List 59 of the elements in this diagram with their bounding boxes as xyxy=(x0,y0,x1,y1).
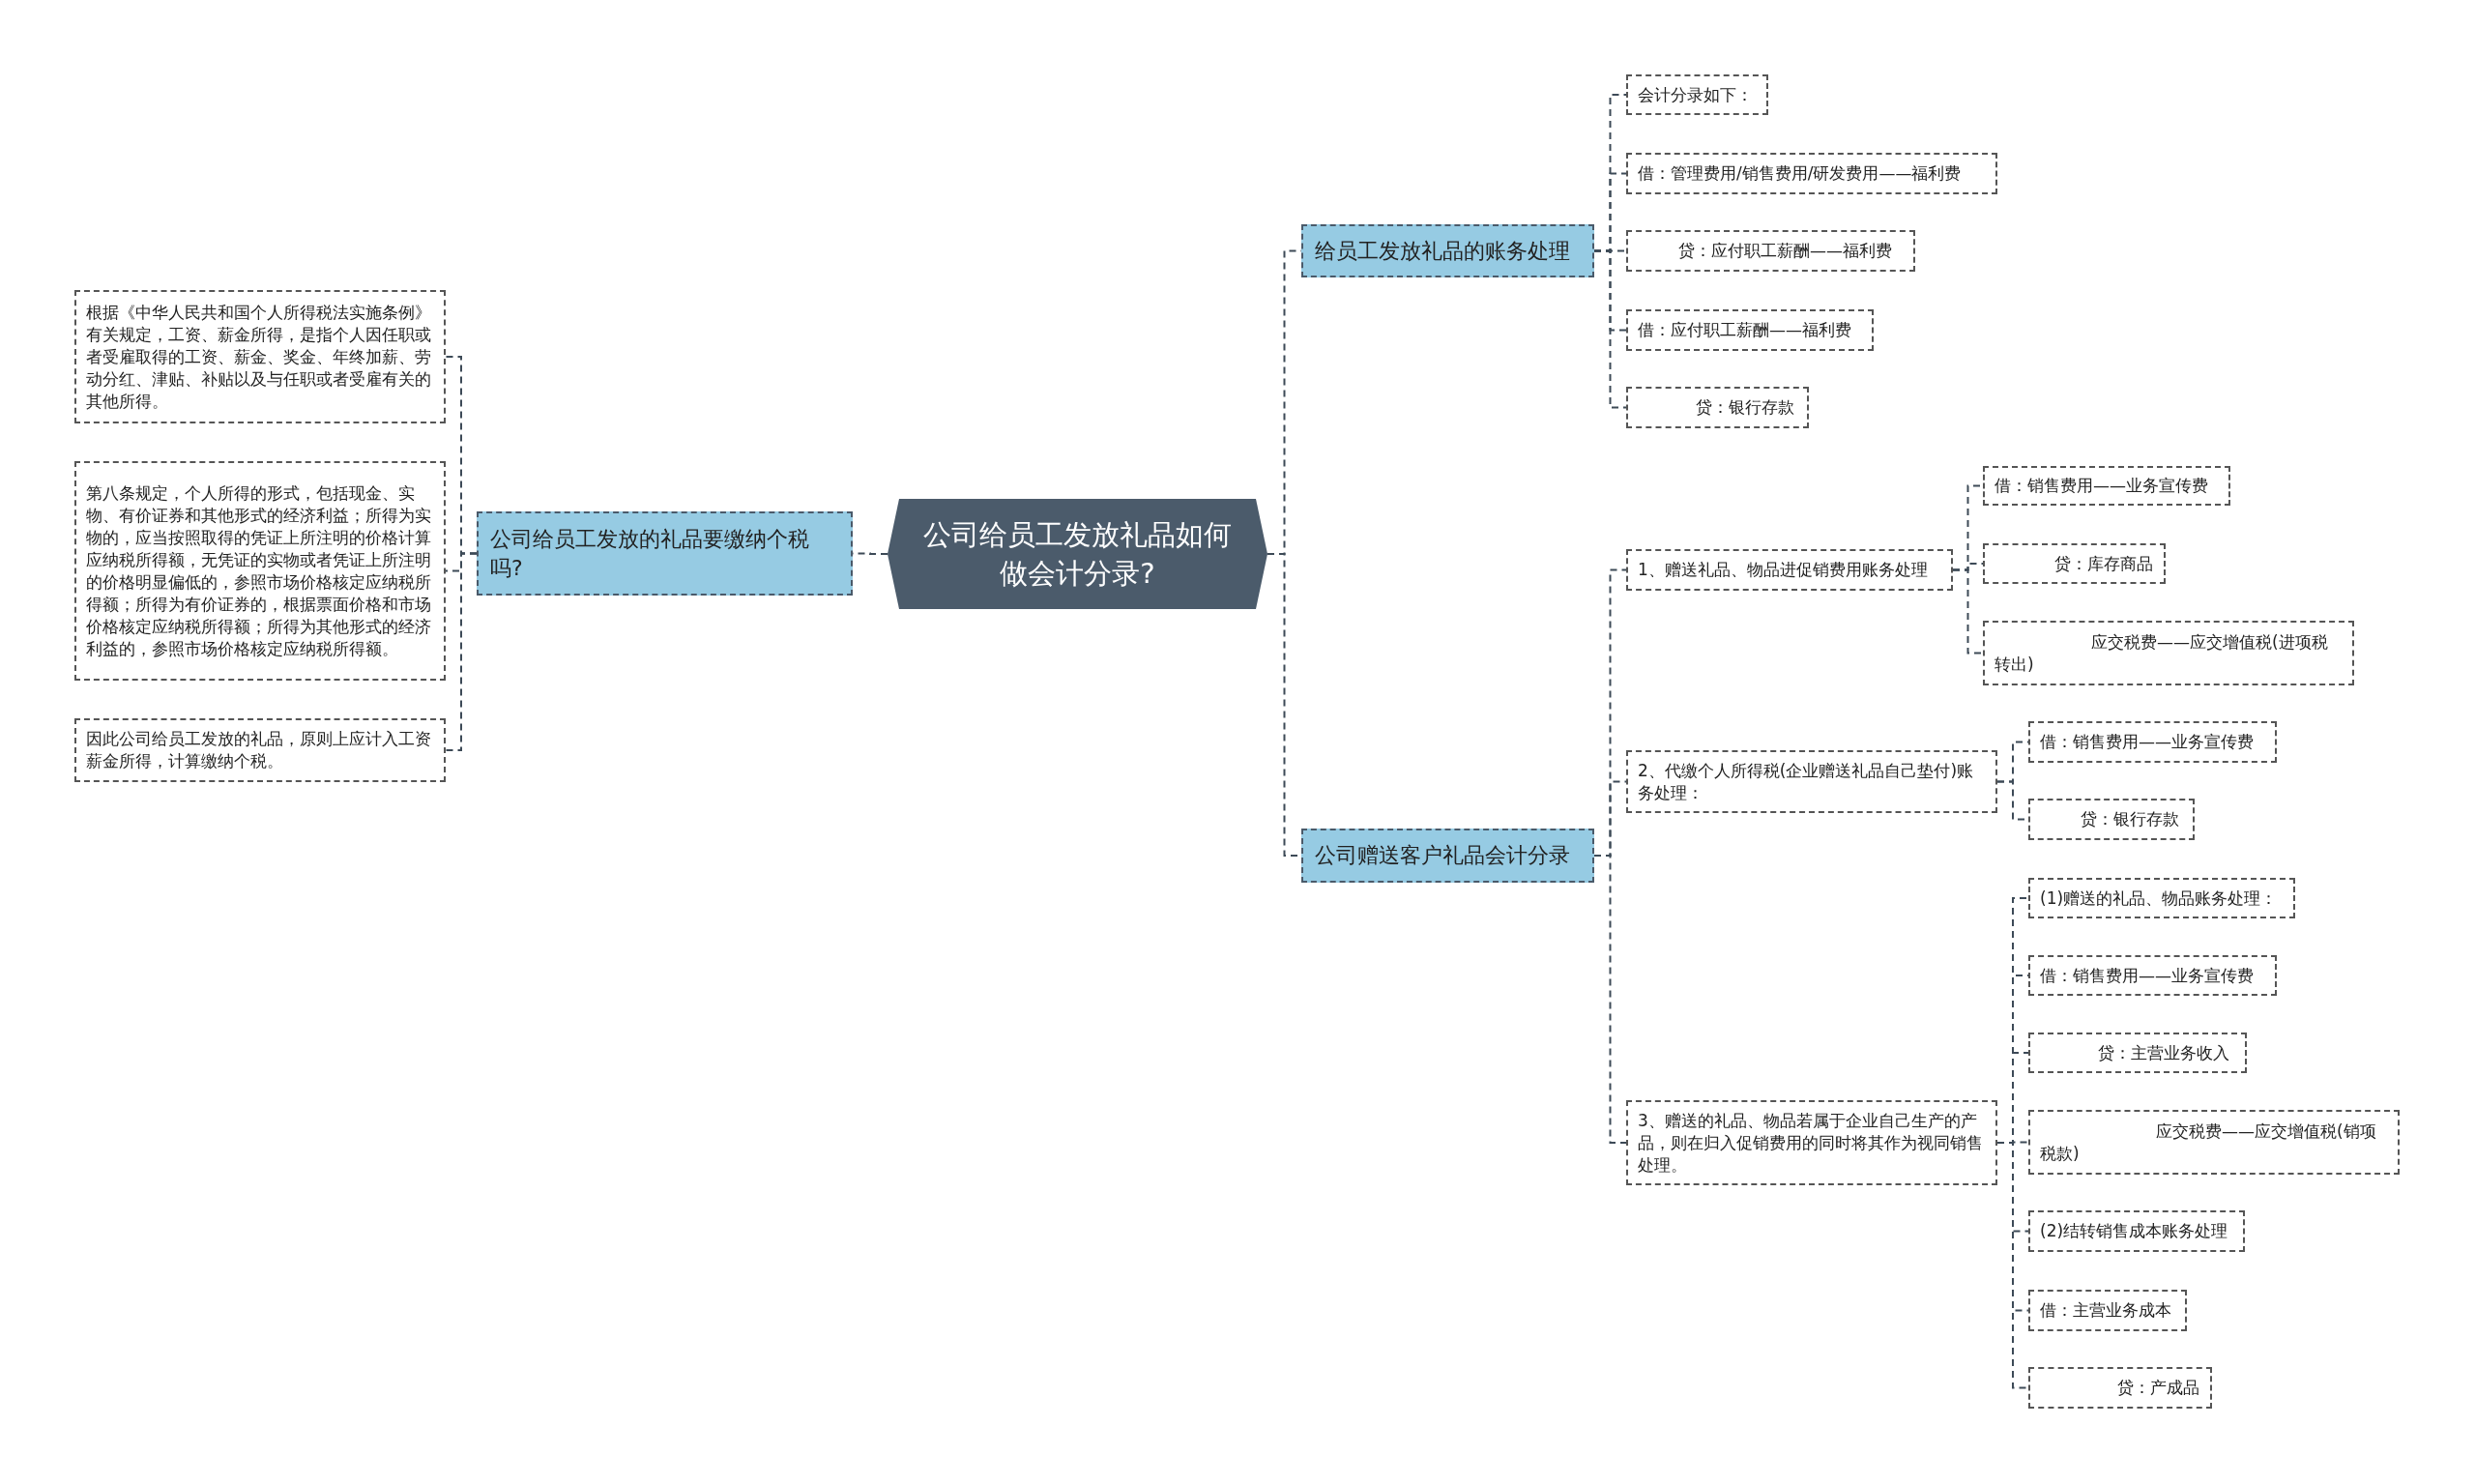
note-box xyxy=(74,290,446,423)
note-box xyxy=(74,718,446,782)
topic-text: 借：销售费用——业务宣传费 xyxy=(2040,731,2255,753)
topic-text: 应交税费——应交增值税(销项税款) xyxy=(2040,1120,2377,1165)
branch-topic-box xyxy=(477,511,853,596)
note-box xyxy=(1983,466,2230,506)
note-box xyxy=(2028,1367,2212,1409)
note-box xyxy=(2028,955,2277,996)
note-box xyxy=(1983,543,2166,584)
note-box xyxy=(1626,309,1874,351)
note-box xyxy=(2028,878,2295,918)
topic-text: 因此公司给员工发放的礼品，原则上应计入工资薪金所得，计算缴纳个税。 xyxy=(86,728,432,772)
topic-text: 2、代缴个人所得税(企业赠送礼品自己垫付)账务处理： xyxy=(1638,759,1975,804)
topic-text: 贷：产成品 xyxy=(2116,1377,2200,1399)
note-box xyxy=(1626,74,1768,115)
branch-topic-box xyxy=(1301,829,1594,883)
topic-text: 贷：银行存款 xyxy=(1695,396,1795,419)
topic-text: 贷：应付职工薪酬——福利费 xyxy=(1677,240,1893,262)
topic-text: 会计分录如下： xyxy=(1638,83,1754,106)
topic-text: 公司给员工发放的礼品要缴纳个税吗? xyxy=(490,525,810,582)
topic-text: 借：销售费用——业务宣传费 xyxy=(1995,475,2209,497)
note-box xyxy=(2028,1210,2245,1252)
topic-text: (1)赠送的礼品、物品账务处理： xyxy=(2040,887,2279,910)
topic-text: 借：应付职工薪酬——福利费 xyxy=(1638,319,1852,341)
connector-line xyxy=(1996,1142,2029,1389)
note-box xyxy=(1983,621,2354,685)
note-box xyxy=(2028,1033,2247,1073)
topic-text: 公司给员工发放礼品如何做会计分录? xyxy=(922,517,1233,592)
branch-topic-box xyxy=(1301,224,1594,277)
note-box xyxy=(1626,750,1997,813)
topic-text: 借：主营业务成本 xyxy=(2040,1299,2172,1322)
note-box xyxy=(74,461,446,681)
topic-text: 借：销售费用——业务宣传费 xyxy=(2040,964,2255,987)
topic-text: 公司赠送客户礼品会计分录 xyxy=(1315,842,1571,869)
topic-text: 1、赠送礼品、物品进促销费用账务处理 xyxy=(1638,559,1929,581)
note-box xyxy=(1626,549,1953,591)
note-box xyxy=(2028,799,2195,840)
note-box xyxy=(1626,153,1997,194)
topic-text: 借：管理费用/销售费用/研发费用——福利费 xyxy=(1638,162,1963,185)
note-box xyxy=(2028,721,2277,763)
topic-text: 给员工发放礼品的账务处理 xyxy=(1315,237,1571,265)
note-box xyxy=(1626,1100,1997,1185)
topic-text: (2)结转销售成本账务处理 xyxy=(2040,1220,2229,1242)
central-topic xyxy=(888,499,1267,609)
note-box xyxy=(1626,230,1915,272)
connector-line xyxy=(1593,855,1627,1144)
topic-text: 贷：银行存款 xyxy=(2080,808,2180,830)
connector-line xyxy=(1593,249,1627,409)
topic-text: 应交税费——应交增值税(进项税转出) xyxy=(1995,630,2329,676)
note-box xyxy=(2028,1110,2400,1175)
topic-text: 贷：库存商品 xyxy=(2053,552,2154,575)
connector-line xyxy=(445,552,478,751)
topic-text: 第八条规定，个人所得的形式，包括现金、实物、有价证券和其他形式的经济利益；所得为实物的，应当按照取得的凭证上所注明的价格计算应纳税所得额，无凭证的实物或者凭证上所注明的价格明显偏低的，参照市场价格核定应纳税所得额；所得为有价证券的，根据票面价格和市场价格核定应纳税所得额；所得为其他形式的经济利益的，参照市场价格核定应纳税所得额。 xyxy=(86,481,432,660)
note-box xyxy=(2028,1290,2187,1331)
connector-line xyxy=(1952,568,1984,655)
topic-text: 根据《中华人民共和国个人所得税法实施条例》有关规定，工资、薪金所得，是指个人因任职或者受雇取得的工资、薪金、奖金、年终加薪、劳动分红、津贴、补贴以及与任职或者受雇有关的其他所得。 xyxy=(86,301,432,413)
topic-text: 贷：主营业务收入 xyxy=(2097,1041,2230,1064)
topic-text: 3、赠送的礼品、物品若属于企业自己生产的产品，则在归入促销费用的同时将其作为视同销售处理。 xyxy=(1638,1109,1984,1177)
note-box xyxy=(1626,387,1809,428)
